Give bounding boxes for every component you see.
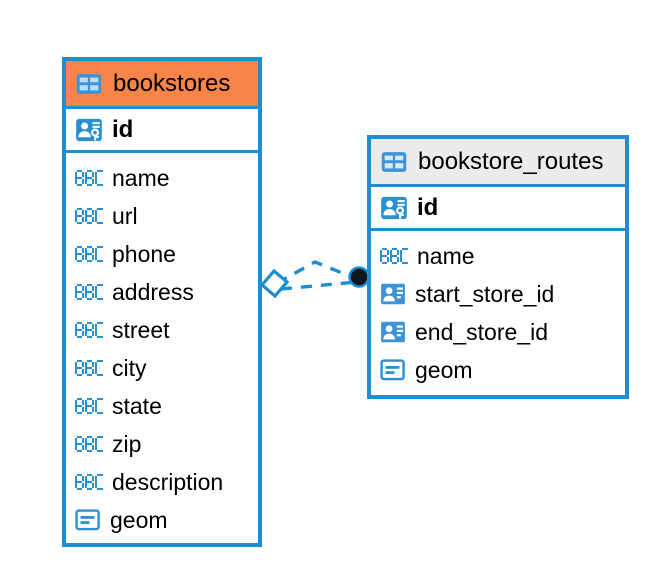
field-row[interactable]: start_store_id bbox=[371, 275, 625, 313]
primary-key-icon bbox=[380, 194, 408, 222]
entity-title: bookstores bbox=[113, 69, 231, 97]
primary-key-label: id bbox=[112, 115, 134, 143]
field-row[interactable]: name bbox=[371, 237, 625, 275]
field-label: address bbox=[112, 278, 194, 305]
field-row[interactable]: zip bbox=[66, 425, 258, 463]
field-row[interactable]: end_store_id bbox=[371, 313, 625, 351]
primary-key-row[interactable]: id bbox=[66, 106, 258, 153]
field-label: geom bbox=[415, 356, 473, 383]
field-row[interactable]: state bbox=[66, 387, 258, 425]
field-label: phone bbox=[112, 240, 176, 267]
foreign-key-icon bbox=[380, 319, 406, 345]
entity-title: bookstore_routes bbox=[418, 147, 604, 175]
field-row[interactable]: geom bbox=[66, 501, 258, 539]
entity-table-bookstores[interactable]: bookstores id bbox=[62, 57, 262, 547]
field-row[interactable]: city bbox=[66, 349, 258, 387]
entity-header[interactable]: bookstore_routes bbox=[371, 139, 625, 184]
field-row[interactable]: street bbox=[66, 311, 258, 349]
field-label: end_store_id bbox=[415, 318, 548, 345]
field-label: city bbox=[112, 354, 147, 381]
field-label: street bbox=[112, 316, 170, 343]
field-row[interactable]: address bbox=[66, 273, 258, 311]
text-abc-icon bbox=[380, 248, 408, 264]
field-label: name bbox=[112, 164, 170, 191]
text-abc-icon bbox=[75, 208, 103, 224]
field-label: zip bbox=[112, 430, 142, 457]
field-label: state bbox=[112, 392, 162, 419]
text-abc-icon bbox=[75, 398, 103, 414]
field-row[interactable]: name bbox=[66, 159, 258, 197]
entity-header[interactable]: bookstores bbox=[66, 61, 258, 106]
field-label: description bbox=[112, 468, 224, 495]
text-abc-icon bbox=[75, 322, 103, 338]
text-abc-icon bbox=[75, 436, 103, 452]
field-label: start_store_id bbox=[415, 280, 555, 307]
primary-key-label: id bbox=[417, 193, 439, 221]
primary-key-row[interactable]: id bbox=[371, 184, 625, 231]
field-list: name bbox=[66, 153, 258, 545]
table-icon bbox=[75, 70, 103, 98]
text-abc-icon bbox=[75, 246, 103, 262]
relationship-line-upper bbox=[276, 260, 358, 285]
field-label: name bbox=[417, 242, 475, 269]
field-list: name start_store_id bbox=[371, 231, 625, 395]
field-row[interactable]: url bbox=[66, 197, 258, 235]
field-label: geom bbox=[110, 506, 168, 533]
field-row[interactable]: description bbox=[66, 463, 258, 501]
filled-circle-icon bbox=[348, 266, 370, 288]
field-label: url bbox=[112, 202, 138, 229]
text-abc-icon bbox=[75, 284, 103, 300]
geometry-icon bbox=[75, 508, 101, 532]
relationship-line-lower bbox=[280, 280, 358, 291]
field-row[interactable]: geom bbox=[371, 351, 625, 389]
field-row[interactable]: phone bbox=[66, 235, 258, 273]
text-abc-icon bbox=[75, 360, 103, 376]
entity-table-bookstore-routes[interactable]: bookstore_routes id bbox=[367, 135, 629, 399]
primary-key-icon bbox=[75, 116, 103, 144]
text-abc-icon bbox=[75, 170, 103, 186]
geometry-icon bbox=[380, 358, 406, 382]
diamond-outline-icon bbox=[259, 268, 290, 299]
table-icon bbox=[380, 148, 408, 176]
foreign-key-icon bbox=[380, 281, 406, 307]
text-abc-icon bbox=[75, 474, 103, 490]
